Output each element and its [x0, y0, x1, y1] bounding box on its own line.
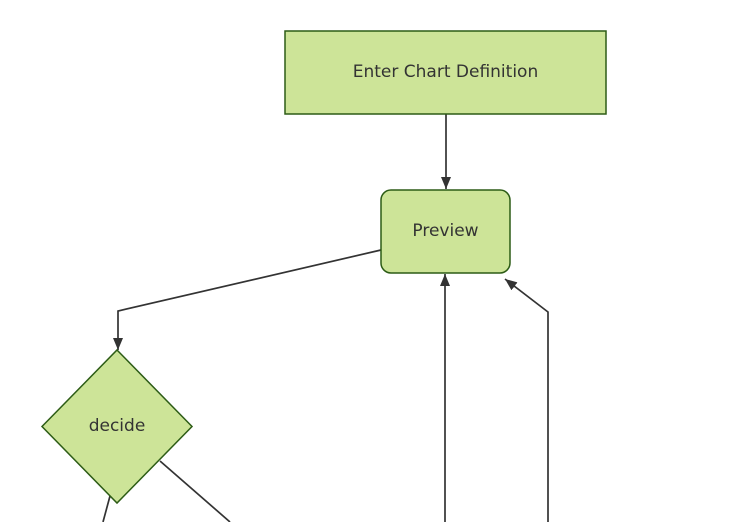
node-preview — [380, 189, 511, 274]
edge-decide-to-bottom-left — [102, 495, 111, 522]
edge-bottom-right-to-preview — [504, 278, 549, 522]
edge-layer — [102, 114, 549, 522]
edge-preview-to-decide — [113, 249, 382, 350]
edge-decide-to-bottom-right — [159, 460, 231, 522]
node-enter-chart-definition — [284, 30, 607, 115]
node-decide — [40, 348, 194, 505]
node-layer — [40, 30, 607, 505]
